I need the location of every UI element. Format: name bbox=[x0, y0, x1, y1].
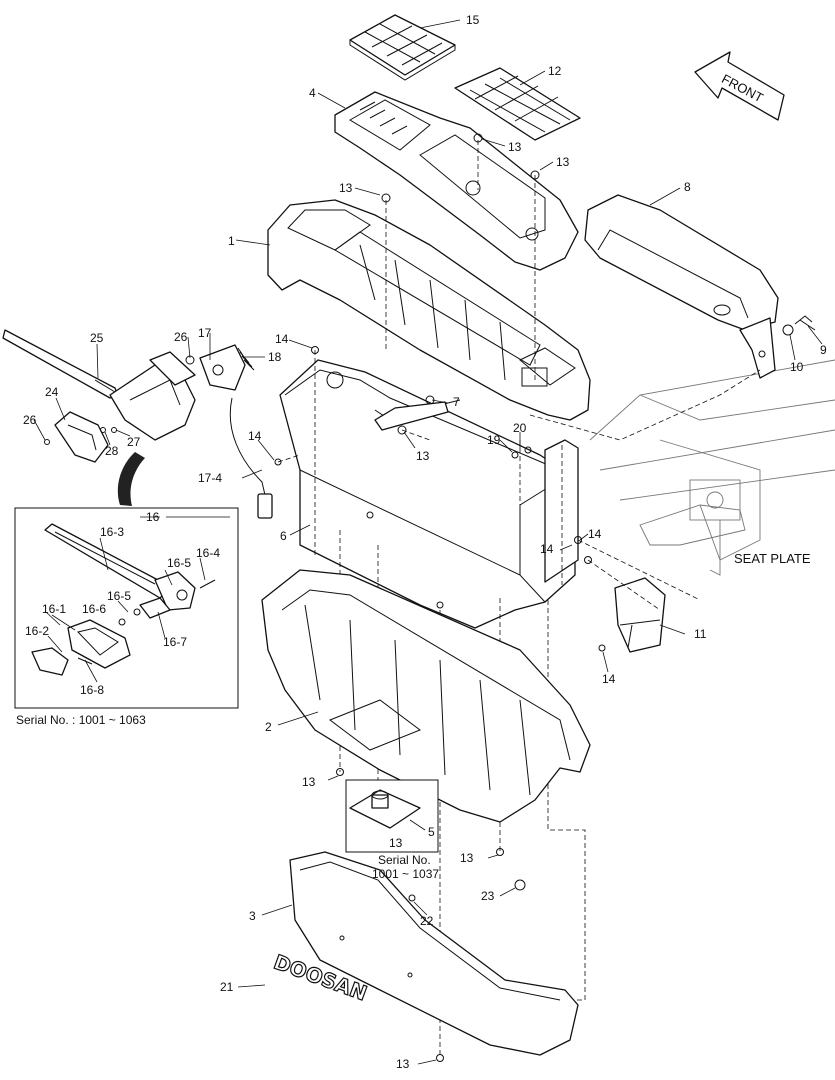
label-22: 22 bbox=[420, 914, 434, 928]
label-24: 24 bbox=[45, 385, 59, 399]
part-7-bracket bbox=[374, 401, 449, 431]
label-13-f: 13 bbox=[389, 836, 403, 850]
label-15: 15 bbox=[466, 13, 480, 27]
label-16: 16 bbox=[146, 510, 160, 524]
label-17-4: 17-4 bbox=[198, 471, 222, 485]
label-16-1: 16-1 bbox=[42, 602, 66, 616]
label-23: 23 bbox=[481, 889, 495, 903]
label-17: 17 bbox=[198, 326, 212, 340]
label-16-2: 16-2 bbox=[25, 624, 49, 638]
label-21: 21 bbox=[220, 980, 234, 994]
label-25: 25 bbox=[90, 331, 104, 345]
label-13-a: 13 bbox=[508, 140, 522, 154]
label-16-5-b: 16-5 bbox=[107, 589, 131, 603]
part-4-top-cover bbox=[334, 91, 579, 271]
label-10: 10 bbox=[790, 360, 804, 374]
label-9: 9 bbox=[820, 343, 827, 357]
label-8: 8 bbox=[684, 180, 691, 194]
label-2: 2 bbox=[265, 720, 272, 734]
part-12-perforated-mat bbox=[454, 67, 581, 141]
part-10-washer bbox=[782, 324, 794, 336]
part-17-4-wire-harness bbox=[229, 397, 282, 519]
leader-lines bbox=[33, 19, 823, 1065]
label-18: 18 bbox=[268, 350, 282, 364]
label-3: 3 bbox=[249, 909, 256, 923]
label-12: 12 bbox=[548, 64, 562, 78]
cap-serial-line2: 1001 ~ 1037 bbox=[372, 867, 439, 881]
label-16-8: 16-8 bbox=[80, 683, 104, 697]
label-14-e: 14 bbox=[602, 672, 616, 686]
label-16-4: 16-4 bbox=[196, 546, 220, 560]
inset-16-box bbox=[14, 507, 239, 709]
part-24-lever-knob bbox=[44, 411, 117, 463]
label-14-d: 14 bbox=[540, 542, 554, 556]
label-13-e: 13 bbox=[302, 775, 316, 789]
label-27: 27 bbox=[127, 435, 141, 449]
part-11-switch-module bbox=[598, 577, 666, 653]
label-16-5-a: 16-5 bbox=[167, 556, 191, 570]
part-9-bolt bbox=[794, 315, 816, 331]
part-15-keypad-cover bbox=[349, 14, 456, 81]
label-13-h: 13 bbox=[396, 1057, 410, 1071]
label-20: 20 bbox=[513, 421, 527, 435]
label-13-b: 13 bbox=[556, 155, 570, 169]
inset-serial-note: Serial No. : 1001 ~ 1063 bbox=[16, 713, 146, 727]
label-16-6: 16-6 bbox=[82, 602, 106, 616]
label-16-3: 16-3 bbox=[100, 525, 124, 539]
part-1-upper-console-housing bbox=[267, 199, 591, 421]
label-26-b: 26 bbox=[23, 413, 37, 427]
label-7: 7 bbox=[453, 395, 460, 409]
label-1: 1 bbox=[228, 234, 235, 248]
label-5: 5 bbox=[428, 825, 435, 839]
label-4: 4 bbox=[309, 86, 316, 100]
label-14-b: 14 bbox=[248, 429, 262, 443]
label-26-a: 26 bbox=[174, 330, 188, 344]
label-13-c: 13 bbox=[339, 181, 353, 195]
label-19: 19 bbox=[487, 433, 501, 447]
label-13-g: 13 bbox=[460, 851, 474, 865]
cap-serial-line1: Serial No. bbox=[378, 853, 431, 867]
label-16-7: 16-7 bbox=[163, 635, 187, 649]
label-28: 28 bbox=[105, 444, 119, 458]
part-2-lower-tray bbox=[261, 569, 591, 823]
lever-mechanism-assembly bbox=[109, 344, 255, 441]
part-3-side-cover bbox=[289, 851, 579, 1056]
label-14-a: 14 bbox=[275, 332, 289, 346]
part-5-cap-box bbox=[345, 779, 439, 853]
part-labels: 15 12 4 13 13 8 13 1 26 17 25 18 14 9 10… bbox=[23, 13, 827, 1071]
label-13-d: 13 bbox=[416, 449, 430, 463]
part-8-armrest bbox=[584, 194, 779, 379]
label-6: 6 bbox=[280, 529, 287, 543]
text-notes: SEAT PLATE Serial No. : 1001 ~ 1063 Seri… bbox=[16, 551, 811, 881]
label-14-c: 14 bbox=[588, 527, 602, 541]
inset-callout-arrow bbox=[117, 452, 145, 506]
seat-plate-label: SEAT PLATE bbox=[734, 551, 811, 566]
label-11: 11 bbox=[694, 627, 707, 641]
part-6-main-frame bbox=[279, 359, 579, 629]
front-arrow: FRONT bbox=[694, 51, 785, 121]
seat-frame-ghost bbox=[589, 359, 835, 576]
